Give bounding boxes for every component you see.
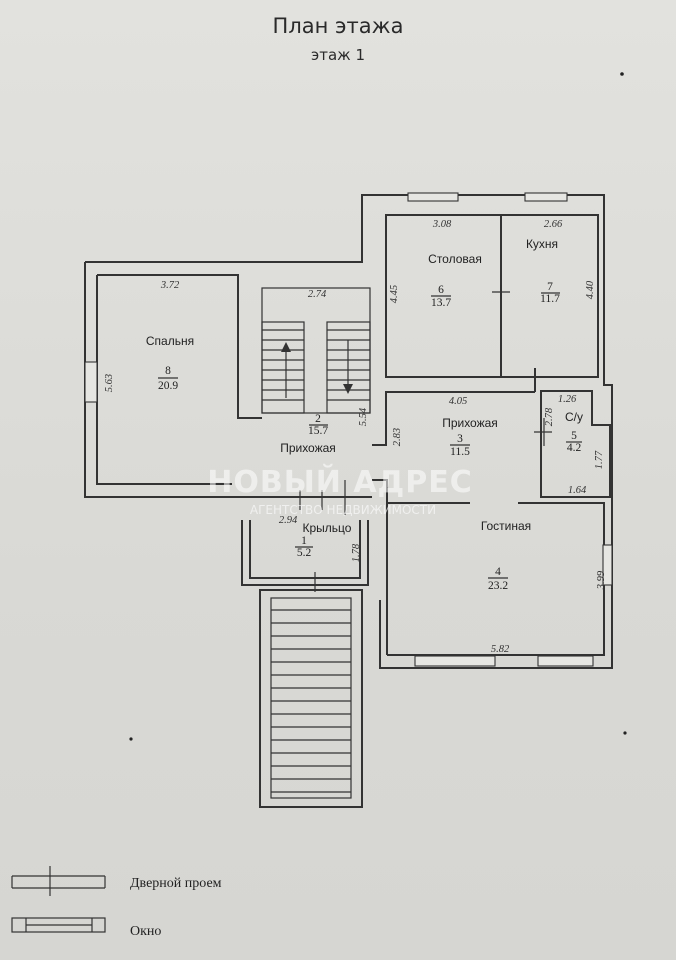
dim-dining-width: 3.08 [432,219,452,230]
dim-dining-height: 4.45 [389,285,400,303]
fraction-lines [158,292,582,579]
room-number-bathroom: 5 [571,430,577,442]
dim-hall-3-width: 4.05 [449,396,467,407]
room-area-kitchen: 11.7 [540,293,560,305]
room-area-dining: 13.7 [431,297,451,309]
room-number-living: 4 [495,566,501,578]
legend: Дверной проем Окно [11,866,222,939]
dim-kitchen-width: 2.66 [544,219,563,230]
room-number-kitchen: 7 [547,281,553,293]
dining-kitchen-walls [385,214,599,378]
dim-porch-height: 1.78 [351,543,362,562]
dimension-labels: 3.72 5.63 2.74 5.54 3.08 4.45 2.66 4.40 … [104,219,607,655]
watermark-tagline: АГЕНТСТВО НЕДВИЖИМОСТИ [250,503,436,517]
porch-walls [230,480,372,592]
room-name-porch: Крыльцо [303,521,352,535]
room-number-dining: 6 [438,284,444,296]
room-number-hall-3: 3 [457,433,463,445]
room-area-living: 23.2 [488,580,508,592]
legend-door-symbol [11,866,106,896]
dim-bedroom-height: 5.63 [104,374,115,392]
dim-living-width: 5.82 [491,644,510,655]
room-area-porch: 5.2 [297,547,312,559]
room-number-porch: 1 [301,535,307,547]
legend-window-label: Окно [130,924,161,939]
windows [84,192,613,667]
legend-door-label: Дверной проем [130,876,222,891]
dim-kitchen-height: 4.40 [585,280,596,299]
legend-window-symbol [11,917,106,933]
room-number-bedroom: 8 [165,365,171,377]
dim-stair-width: 2.74 [308,289,327,300]
room-area-hall-2: 15.7 [308,425,328,437]
dim-hall-3-height: 2.83 [392,428,403,446]
page-title: План этажа [272,14,404,38]
inner-stairwell [261,287,371,414]
room-name-hall-3: Прихожая [442,416,498,430]
watermark: НОВЫЙ АДРЕС АГЕНТСТВО НЕДВИЖИМОСТИ [207,464,473,517]
room-name-bathroom: С/у [565,410,583,424]
hallway-walls [372,368,611,498]
dim-bathroom-left: 2.78 [544,407,555,426]
dim-porch-width: 2.94 [279,515,298,526]
room-labels: Спальня 8 20.9 Прихожая 2 15.7 Столовая … [146,237,583,592]
floor-subtitle: этаж 1 [311,46,365,64]
dim-bathroom-bottom: 1.64 [568,485,587,496]
dim-living-height: 3.99 [596,570,607,590]
room-area-bathroom: 4.2 [567,442,582,454]
room-name-living: Гостиная [481,519,531,533]
room-name-hall-2: Прихожая [280,441,336,455]
dim-bathroom-top: 1.26 [558,394,577,405]
room-name-dining: Столовая [428,252,482,266]
outer-walls [84,194,613,669]
room-area-hall-3: 11.5 [450,446,470,458]
watermark-brand: НОВЫЙ АДРЕС [207,464,473,500]
room-number-hall-2: 2 [315,413,321,425]
dim-hall-2-height: 5.54 [358,407,369,426]
room-name-kitchen: Кухня [526,237,558,251]
room-name-bedroom: Спальня [146,334,194,348]
room-area-bedroom: 20.9 [158,380,178,392]
dim-bathroom-right: 1.77 [594,450,605,469]
outer-stair [259,589,363,808]
dim-bedroom-width: 3.72 [160,280,180,291]
